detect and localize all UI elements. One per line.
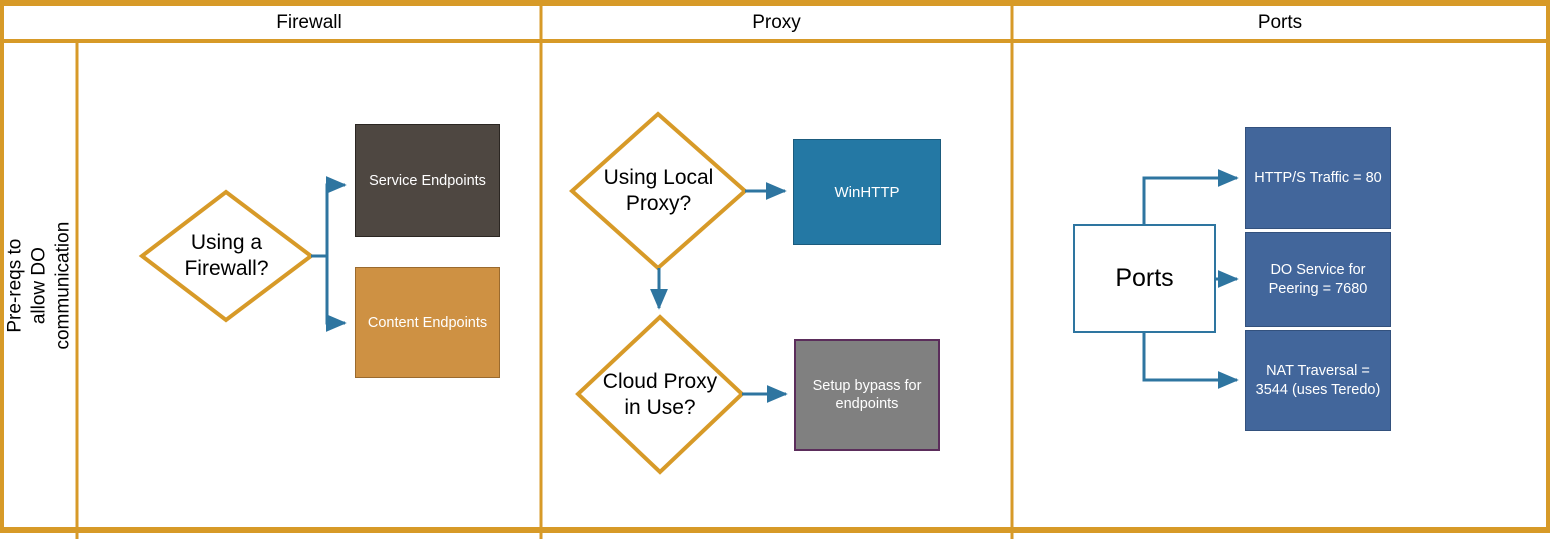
node-port-do-service-label: DO Service for Peering = 7680 xyxy=(1268,262,1368,297)
side-label: Pre-reqs to allow DO communication xyxy=(0,41,77,530)
node-content-endpoints[interactable]: Content Endpoints xyxy=(355,267,500,378)
proxy-cloud-decision-diamond xyxy=(575,314,745,475)
proxy-connectors xyxy=(650,182,788,403)
firewall-decision-label: Using a Firewall? xyxy=(184,231,269,280)
column-header-proxy: Proxy xyxy=(752,12,801,33)
node-winhttp[interactable]: WinHTTP xyxy=(793,139,941,245)
node-setup-bypass-label: Setup bypass for endpoints xyxy=(812,377,922,412)
ports-connectors xyxy=(1142,169,1239,389)
node-winhttp-label: WinHTTP xyxy=(834,183,900,201)
firewall-connectors xyxy=(311,176,347,332)
column-dividers xyxy=(75,3,1014,539)
node-port-do-service[interactable]: DO Service for Peering = 7680 xyxy=(1245,232,1391,327)
node-service-endpoints-label: Service Endpoints xyxy=(369,172,486,189)
column-header-firewall: Firewall xyxy=(276,12,342,33)
node-port-nat-traversal[interactable]: NAT Traversal = 3544 (uses Teredo) xyxy=(1245,330,1391,431)
node-port-nat-traversal-label: NAT Traversal = 3544 (uses Teredo) xyxy=(1255,363,1381,398)
proxy-local-decision-label: Using Local Proxy? xyxy=(603,166,714,215)
node-port-http[interactable]: HTTP/S Traffic = 80 xyxy=(1245,127,1391,229)
node-service-endpoints[interactable]: Service Endpoints xyxy=(355,124,500,237)
firewall-decision-diamond xyxy=(138,189,315,323)
node-content-endpoints-label: Content Endpoints xyxy=(367,314,488,331)
proxy-cloud-decision-label: Cloud Proxy in Use? xyxy=(602,369,718,419)
column-header-ports: Ports xyxy=(1257,12,1303,33)
side-label-text: Pre-reqs to allow DO communication xyxy=(3,221,73,350)
node-setup-bypass[interactable]: Setup bypass for endpoints xyxy=(794,339,940,451)
node-ports-hub-label: Ports xyxy=(1115,264,1174,292)
node-ports-hub[interactable]: Ports xyxy=(1073,224,1216,333)
node-port-http-label: HTTP/S Traffic = 80 xyxy=(1254,169,1382,186)
